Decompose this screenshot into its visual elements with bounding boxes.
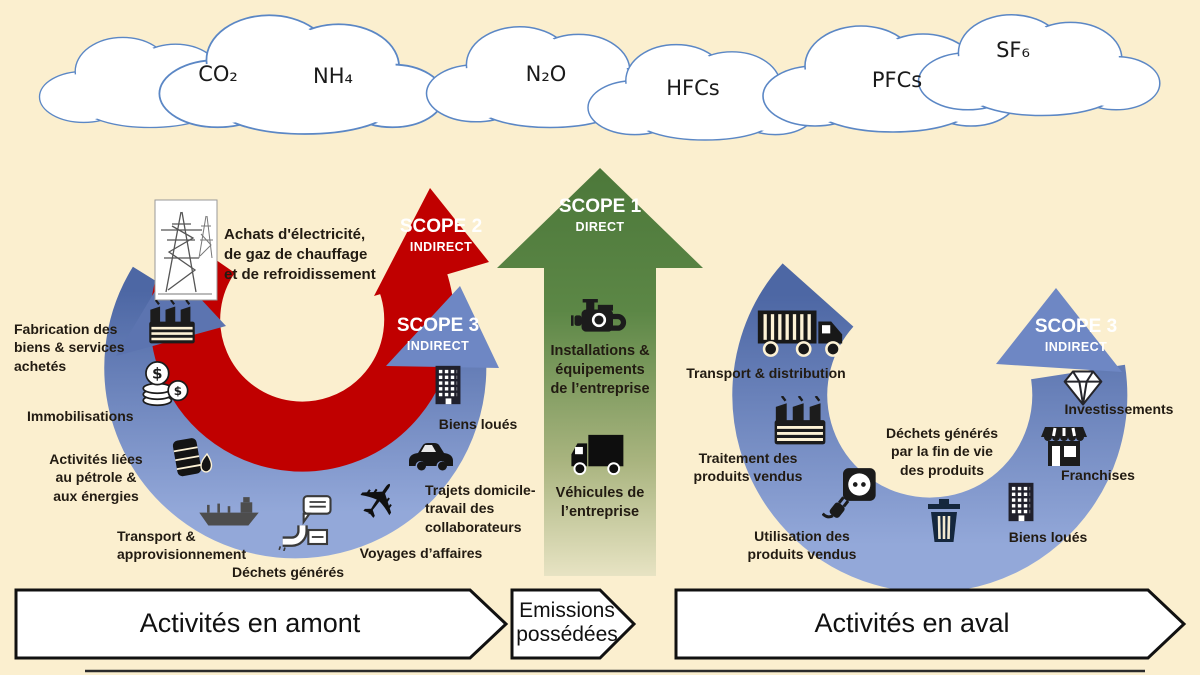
gas-label-pfcs: PFCs bbox=[871, 68, 923, 92]
bottom-banners bbox=[14, 588, 1187, 660]
label-traitement-produits: Traitement des produits vendus bbox=[693, 450, 803, 485]
label-achats-electricite: Achats d'électricité, de gaz de chauffag… bbox=[224, 226, 376, 283]
scope3-upstream-title: SCOPE 3 bbox=[396, 315, 480, 336]
scope1-title: SCOPE 1 bbox=[558, 196, 642, 217]
label-voyages-affaires: Voyages d’affaires bbox=[359, 545, 483, 561]
gas-label-n2o: N₂O bbox=[525, 62, 567, 86]
label-transport-distribution: Transport & distribution bbox=[686, 365, 846, 381]
gas-label-co2: CO₂ bbox=[198, 62, 238, 86]
label-biens-loues-downstream: Biens loués bbox=[1008, 529, 1088, 545]
scope2-title: SCOPE 2 bbox=[399, 216, 483, 237]
scope3-downstream-level: INDIRECT bbox=[1044, 340, 1108, 354]
label-franchises: Franchises bbox=[1061, 467, 1135, 483]
label-dechets-generes: Déchets générés bbox=[231, 564, 345, 580]
label-vehicules: Véhicules de l’entreprise bbox=[555, 485, 645, 521]
gas-label-sf6: SF₆ bbox=[996, 38, 1030, 62]
banner-owned-label: Emissions possédées bbox=[516, 599, 618, 647]
building-icon bbox=[1006, 481, 1036, 523]
gas-label-hfcs: HFCs bbox=[666, 76, 720, 100]
scope3-upstream-level: INDIRECT bbox=[406, 339, 470, 353]
label-transport-appro: Transport & approvisionnement bbox=[117, 528, 247, 563]
label-utilisation-produits: Utilisation des produits vendus bbox=[747, 528, 857, 563]
label-biens-loues-upstream: Biens loués bbox=[438, 416, 518, 432]
label-installations: Installations & équipements de l’entrepr… bbox=[550, 343, 650, 398]
scope3-downstream-arrowhead bbox=[996, 288, 1122, 372]
label-petrole-energies: Activités liées au pétrole & aux énergie… bbox=[49, 451, 143, 504]
scope2-level: INDIRECT bbox=[409, 240, 473, 254]
banner-upstream-shape bbox=[14, 588, 509, 660]
pylon-image bbox=[154, 199, 218, 301]
scope1-arrow bbox=[497, 168, 703, 576]
banner-downstream-shape bbox=[674, 588, 1187, 660]
label-fabrication: Fabrication des biens & services achetés bbox=[14, 321, 125, 374]
label-dechets-fin-de-vie: Déchets générés par la fin de vie des pr… bbox=[885, 425, 999, 478]
banner-downstream-label: Activités en aval bbox=[814, 608, 1010, 638]
label-trajets-domicile: Trajets domicile- travail des collaborat… bbox=[425, 482, 536, 535]
scope1-level: DIRECT bbox=[575, 220, 625, 234]
label-immobilisations: Immobilisations bbox=[27, 408, 134, 424]
scope2-arrowhead bbox=[374, 188, 489, 296]
banner-upstream-label: Activités en amont bbox=[139, 608, 361, 638]
building-icon bbox=[433, 364, 463, 406]
label-investissements: Investissements bbox=[1064, 401, 1174, 417]
gas-label-nh4: NH₄ bbox=[313, 64, 353, 88]
banner-owned-shape bbox=[510, 588, 637, 660]
scope3-downstream-title: SCOPE 3 bbox=[1034, 316, 1118, 337]
scope3-upstream-arrowhead bbox=[386, 286, 499, 368]
gas-clouds bbox=[38, 14, 1161, 141]
